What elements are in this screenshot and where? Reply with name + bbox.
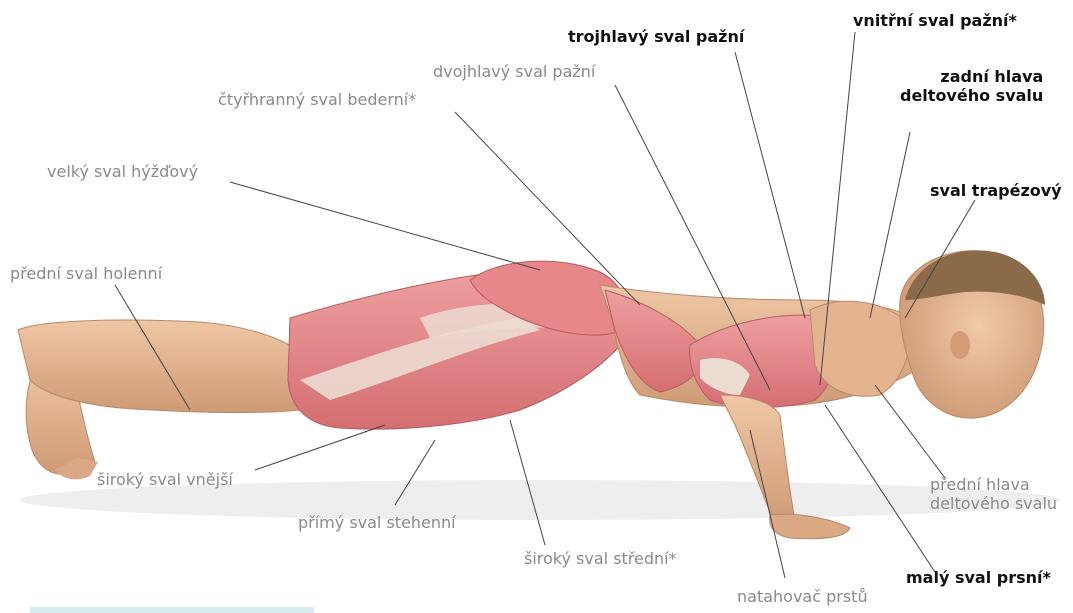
leader-vastus-lat <box>255 425 385 470</box>
label-rear-delt: zadní hlava deltového svalu <box>900 67 1043 105</box>
label-brachialis: vnitřní sval pažní* <box>853 11 1017 30</box>
leader-triceps <box>735 52 805 318</box>
footer-bar <box>30 607 314 613</box>
label-vastus-medialis: široký sval střední* <box>524 549 677 568</box>
leader-gluteus <box>230 182 540 270</box>
label-rear-delt-line2: deltového svalu <box>900 86 1043 105</box>
label-gluteus: velký sval hýžďový <box>47 162 198 181</box>
label-front-delt-line1: přední hlava <box>930 475 1057 494</box>
label-front-delt: přední hlava deltového svalu <box>930 475 1057 513</box>
label-rear-delt-line1: zadní hlava <box>900 67 1043 86</box>
label-front-delt-line2: deltového svalu <box>930 494 1057 513</box>
label-vastus-lateralis: široký sval vnější <box>97 470 233 489</box>
label-quadratus: čtyřhranný sval bederní* <box>218 90 416 109</box>
label-trapezius: sval trapézový <box>930 181 1062 200</box>
label-triceps: trojhlavý sval pažní <box>568 27 744 46</box>
label-rectus-femoris: přímý sval stehenní <box>298 513 456 532</box>
label-tibialis: přední sval holenní <box>10 264 162 283</box>
label-ext-digitorum: natahovač prstů <box>737 587 868 606</box>
ear <box>950 331 970 359</box>
label-pec-minor: malý sval prsní* <box>906 568 1051 587</box>
label-biceps: dvojhlavý sval pažní <box>433 62 595 81</box>
hand <box>770 514 850 538</box>
